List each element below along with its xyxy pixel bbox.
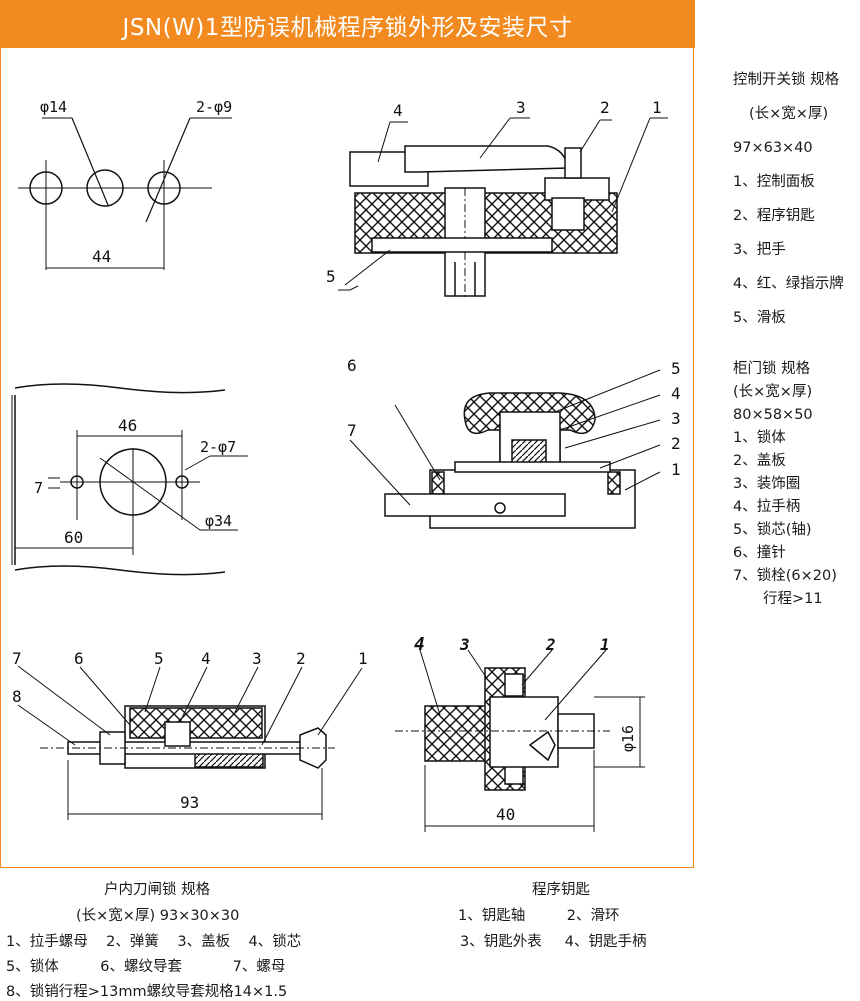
part-label-5: 5	[671, 359, 681, 378]
cover-plate	[454, 461, 611, 473]
part-label-2: 2	[600, 98, 610, 117]
spec-cabinet-door-lock: 柜门锁 规格 (长×宽×厚) 80×58×50 1、锁体 2、盖板 3、装饰圈 …	[733, 358, 837, 611]
part-label-2: 2	[671, 434, 681, 453]
slide-ring	[528, 730, 556, 762]
dim-44: 44	[92, 247, 111, 266]
lock-core	[164, 721, 191, 747]
dim-phi16: φ16	[619, 725, 637, 752]
spec-knife-lock-row1: 1、拉手螺母 2、弹簧 3、盖板 4、锁芯	[6, 930, 301, 951]
spec-part: 7、螺母	[232, 959, 286, 975]
spec-note: 行程>11	[763, 591, 823, 607]
dim-93: 93	[180, 793, 199, 812]
spec-part: 3、盖板	[177, 934, 231, 950]
page-title: JSN(W)1型防误机械程序锁外形及安装尺寸	[122, 15, 573, 41]
dim-7: 7	[34, 479, 43, 497]
part-label-3: 3	[459, 635, 470, 654]
key-handle	[424, 705, 491, 762]
key	[564, 147, 582, 179]
spec-part: 1、锁体	[733, 430, 786, 446]
drawing-frame	[0, 48, 694, 868]
diagram-knife-switch-lock	[17, 665, 363, 820]
part-label-1: 1	[671, 460, 681, 479]
dim-46: 46	[118, 416, 137, 435]
spec-part: 3、装饰圈	[733, 476, 801, 492]
spec-part: 5、锁芯(轴)	[733, 522, 812, 538]
part-label-7: 7	[347, 421, 357, 440]
spec-part: 2、程序钥匙	[733, 208, 815, 224]
spec-part: 2、盖板	[733, 453, 786, 469]
dim-phi14: φ14	[40, 98, 67, 116]
part-label-7: 7	[12, 649, 22, 668]
spec-knife-lock-row2: 5、锁体 6、螺纹导套 7、螺母	[6, 955, 285, 976]
part-label-1: 1	[600, 635, 610, 654]
handle	[404, 145, 569, 173]
part-label-3: 3	[252, 649, 262, 668]
part-label-3: 3	[516, 98, 526, 117]
spec-heading: 柜门锁 规格	[733, 361, 811, 377]
dim-60: 60	[64, 528, 83, 547]
part-label-4: 4	[414, 634, 425, 655]
spec-part: 3、钥匙外表	[460, 934, 542, 950]
spec-part: 4、钥匙手柄	[564, 934, 647, 950]
part-label-2: 2	[545, 635, 556, 654]
slide-plate	[371, 237, 553, 253]
diagram-hole-pattern-1	[18, 117, 232, 270]
part-label-8: 8	[12, 687, 22, 706]
part-label-4: 4	[393, 101, 403, 120]
spec-knife-lock-row3: 8、锁销行程>13mm螺纹导套规格14×1.5	[6, 984, 288, 1000]
part-label-1: 1	[358, 649, 368, 668]
spec-part: 1、控制面板	[733, 174, 815, 190]
key-head	[544, 177, 610, 201]
spec-program-key-heading: 程序钥匙	[532, 882, 590, 898]
part-label-5: 5	[326, 267, 336, 286]
part-label-6: 6	[347, 356, 357, 375]
spec-part: 5、滑板	[733, 310, 786, 326]
part-label-5: 5	[154, 649, 164, 668]
spec-part: 1、钥匙轴	[458, 908, 526, 924]
dim-2phi9: 2-φ9	[196, 98, 232, 116]
spec-dims-label: (长×宽×厚)	[749, 106, 829, 122]
diagram-hole-pattern-2	[11, 383, 248, 576]
dim-phi34: φ34	[205, 512, 232, 530]
spec-dims: 97×63×40	[733, 140, 813, 156]
spec-dims-label: (长×宽×厚)	[733, 384, 813, 400]
diagram-control-switch-lock	[338, 117, 668, 300]
cover-plate	[129, 707, 263, 739]
spec-control-switch-lock: 控制开关锁 规格 (长×宽×厚) 97×63×40 1、控制面板 2、程序钥匙 …	[733, 70, 844, 328]
spec-program-key-row2: 3、钥匙外表 4、钥匙手柄	[460, 930, 647, 951]
lock-bolt	[384, 493, 566, 517]
part-label-4: 4	[201, 649, 211, 668]
spec-program-key-row1: 1、钥匙轴 2、滑环	[458, 904, 619, 925]
title-banner: JSN(W)1型防误机械程序锁外形及安装尺寸	[0, 0, 695, 48]
spec-part: 4、拉手柄	[733, 499, 801, 515]
diagram-cabinet-door-lock	[349, 369, 661, 529]
part-label-4: 4	[671, 384, 681, 403]
spec-part: 6、螺纹导套	[100, 959, 182, 975]
spec-part: 4、红、绿指示牌	[733, 276, 844, 292]
dim-40: 40	[496, 805, 515, 824]
part-label-6: 6	[74, 649, 84, 668]
spec-part: 6、撞针	[733, 545, 786, 561]
spec-part: 3、把手	[733, 242, 786, 258]
part-label-2: 2	[296, 649, 306, 668]
spec-knife-lock-dims: (长×宽×厚) 93×30×30	[76, 908, 240, 924]
spec-part: 2、弹簧	[106, 934, 159, 950]
spec-dims: 80×58×50	[733, 407, 813, 423]
spec-part: 7、锁栓(6×20)	[733, 568, 837, 584]
spec-part: 2、滑环	[566, 908, 620, 924]
part-label-1: 1	[652, 98, 662, 117]
spec-knife-lock-heading: 户内刀闸锁 规格	[104, 882, 211, 898]
part-label-3: 3	[671, 409, 681, 428]
spec-part: 5、锁体	[6, 959, 59, 975]
spec-heading: 控制开关锁 规格	[733, 72, 840, 88]
diagram-program-key	[395, 649, 645, 832]
spec-part: 1、拉手螺母	[6, 934, 88, 950]
dim-2phi7: 2-φ7	[200, 438, 236, 456]
spec-part: 4、锁芯	[248, 934, 302, 950]
